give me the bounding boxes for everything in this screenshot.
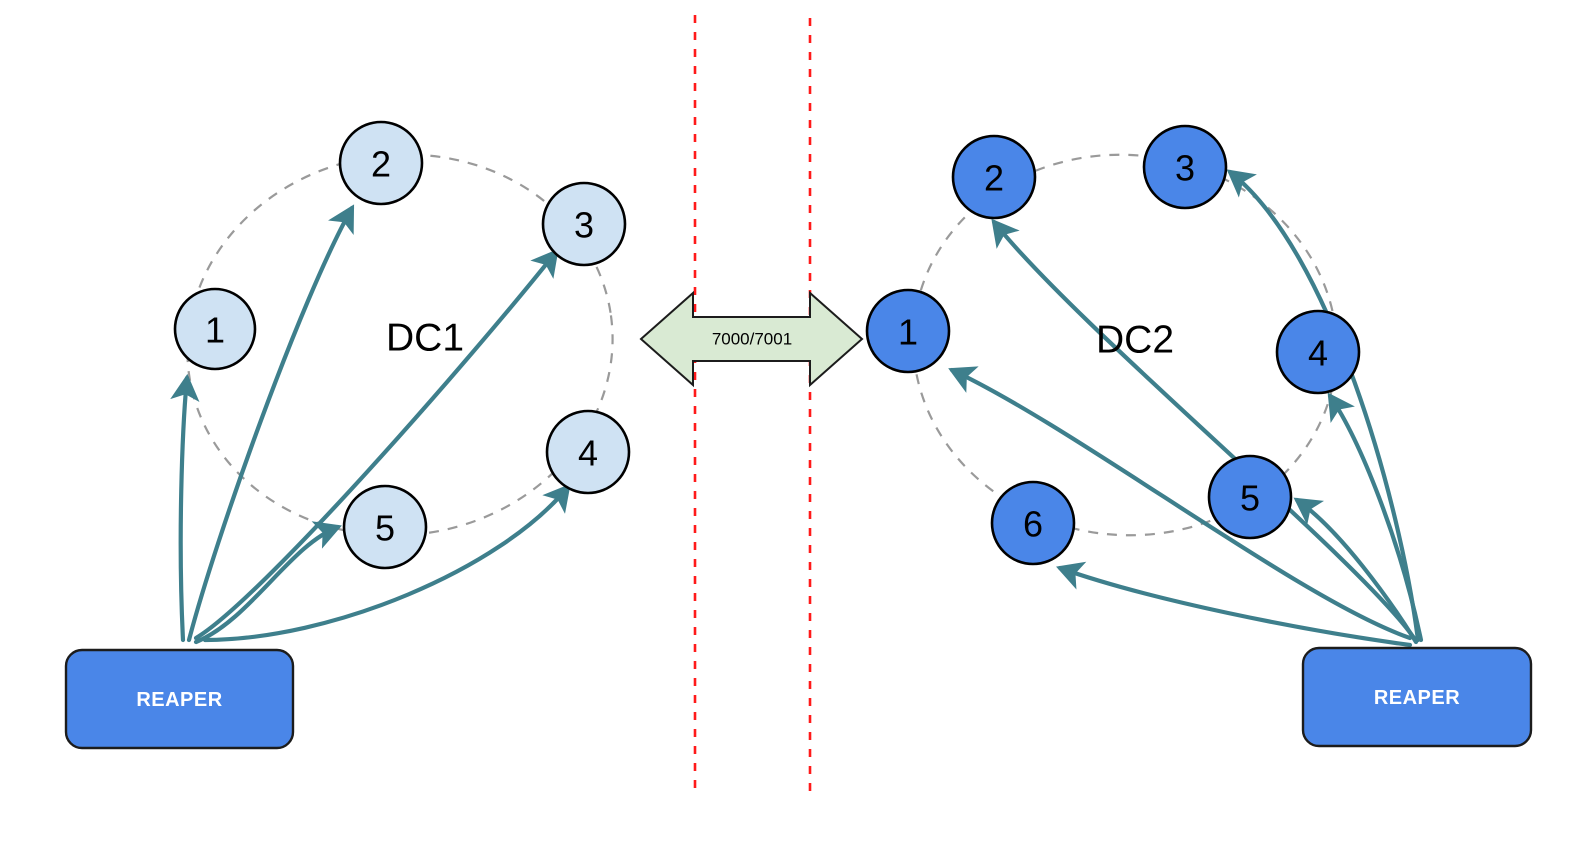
node-dc2-6[interactable]: 6 xyxy=(990,480,1076,566)
edge-reaper-to-dc2-node-4 xyxy=(1327,392,1424,643)
edge-reaper-to-dc1-node-2 xyxy=(186,204,355,643)
node-label: 4 xyxy=(578,433,598,474)
datacenter-boundaries xyxy=(693,15,812,792)
reaper-dc2[interactable]: REAPER xyxy=(1301,646,1533,748)
reaper-nodes: REAPER REAPER xyxy=(64,646,1533,750)
edge-reaper-to-dc1-node-3 xyxy=(193,248,559,641)
interconnect-port-label: 7000/7001 xyxy=(712,330,792,349)
reaper-label: REAPER xyxy=(1374,687,1460,709)
reaper-label: REAPER xyxy=(136,689,222,711)
datacenter-label-dc1: DC1 xyxy=(386,317,464,360)
node-dc2-1[interactable]: 1 xyxy=(865,288,951,374)
cluster-labels: DC1 DC2 xyxy=(386,317,1174,362)
node-dc1-5[interactable]: 5 xyxy=(342,484,428,570)
node-dc1-4[interactable]: 4 xyxy=(545,409,631,495)
interconnect-arrow-icon xyxy=(639,290,864,388)
edge-reaper-to-dc2-node-2 xyxy=(991,218,1417,641)
datacenter-label-dc2: DC2 xyxy=(1096,319,1174,362)
node-label: 2 xyxy=(984,158,1004,199)
edge-reaper-to-dc2-node-1 xyxy=(948,366,1413,641)
repair-edges xyxy=(170,169,1424,648)
edge-reaper-to-dc2-node-6 xyxy=(1056,561,1413,648)
edge-reaper-to-dc2-node-3 xyxy=(1226,169,1421,643)
node-label: 1 xyxy=(205,310,225,351)
node-dc1-3[interactable]: 3 xyxy=(541,181,627,267)
edge-reaper-to-dc2-node-5 xyxy=(1293,497,1419,645)
edge-reaper-to-dc1-node-5 xyxy=(193,521,342,645)
node-label: 2 xyxy=(371,144,391,185)
node-dc2-3[interactable]: 3 xyxy=(1142,124,1228,210)
node-dc2-5[interactable]: 5 xyxy=(1207,454,1293,540)
node-label: 6 xyxy=(1023,504,1043,545)
node-label: 3 xyxy=(1175,148,1195,189)
node-label: 5 xyxy=(1240,478,1260,519)
node-label: 5 xyxy=(375,508,395,549)
reaper-dc1[interactable]: REAPER xyxy=(64,648,295,750)
node-label: 4 xyxy=(1308,333,1328,374)
node-dc2-4[interactable]: 4 xyxy=(1275,309,1361,395)
cluster-nodes: 1 2 3 4 5 1 2 3 4 5 6 xyxy=(173,120,1361,570)
node-dc2-2[interactable]: 2 xyxy=(951,134,1037,220)
node-dc1-2[interactable]: 2 xyxy=(338,120,424,206)
interconnect-link: 7000/7001 xyxy=(639,290,864,388)
node-label: 3 xyxy=(574,205,594,246)
node-dc1-1[interactable]: 1 xyxy=(173,287,257,371)
node-label: 1 xyxy=(898,312,918,353)
edge-reaper-to-dc1-node-1 xyxy=(170,373,200,643)
edge-reaper-to-dc1-node-4 xyxy=(202,483,571,643)
